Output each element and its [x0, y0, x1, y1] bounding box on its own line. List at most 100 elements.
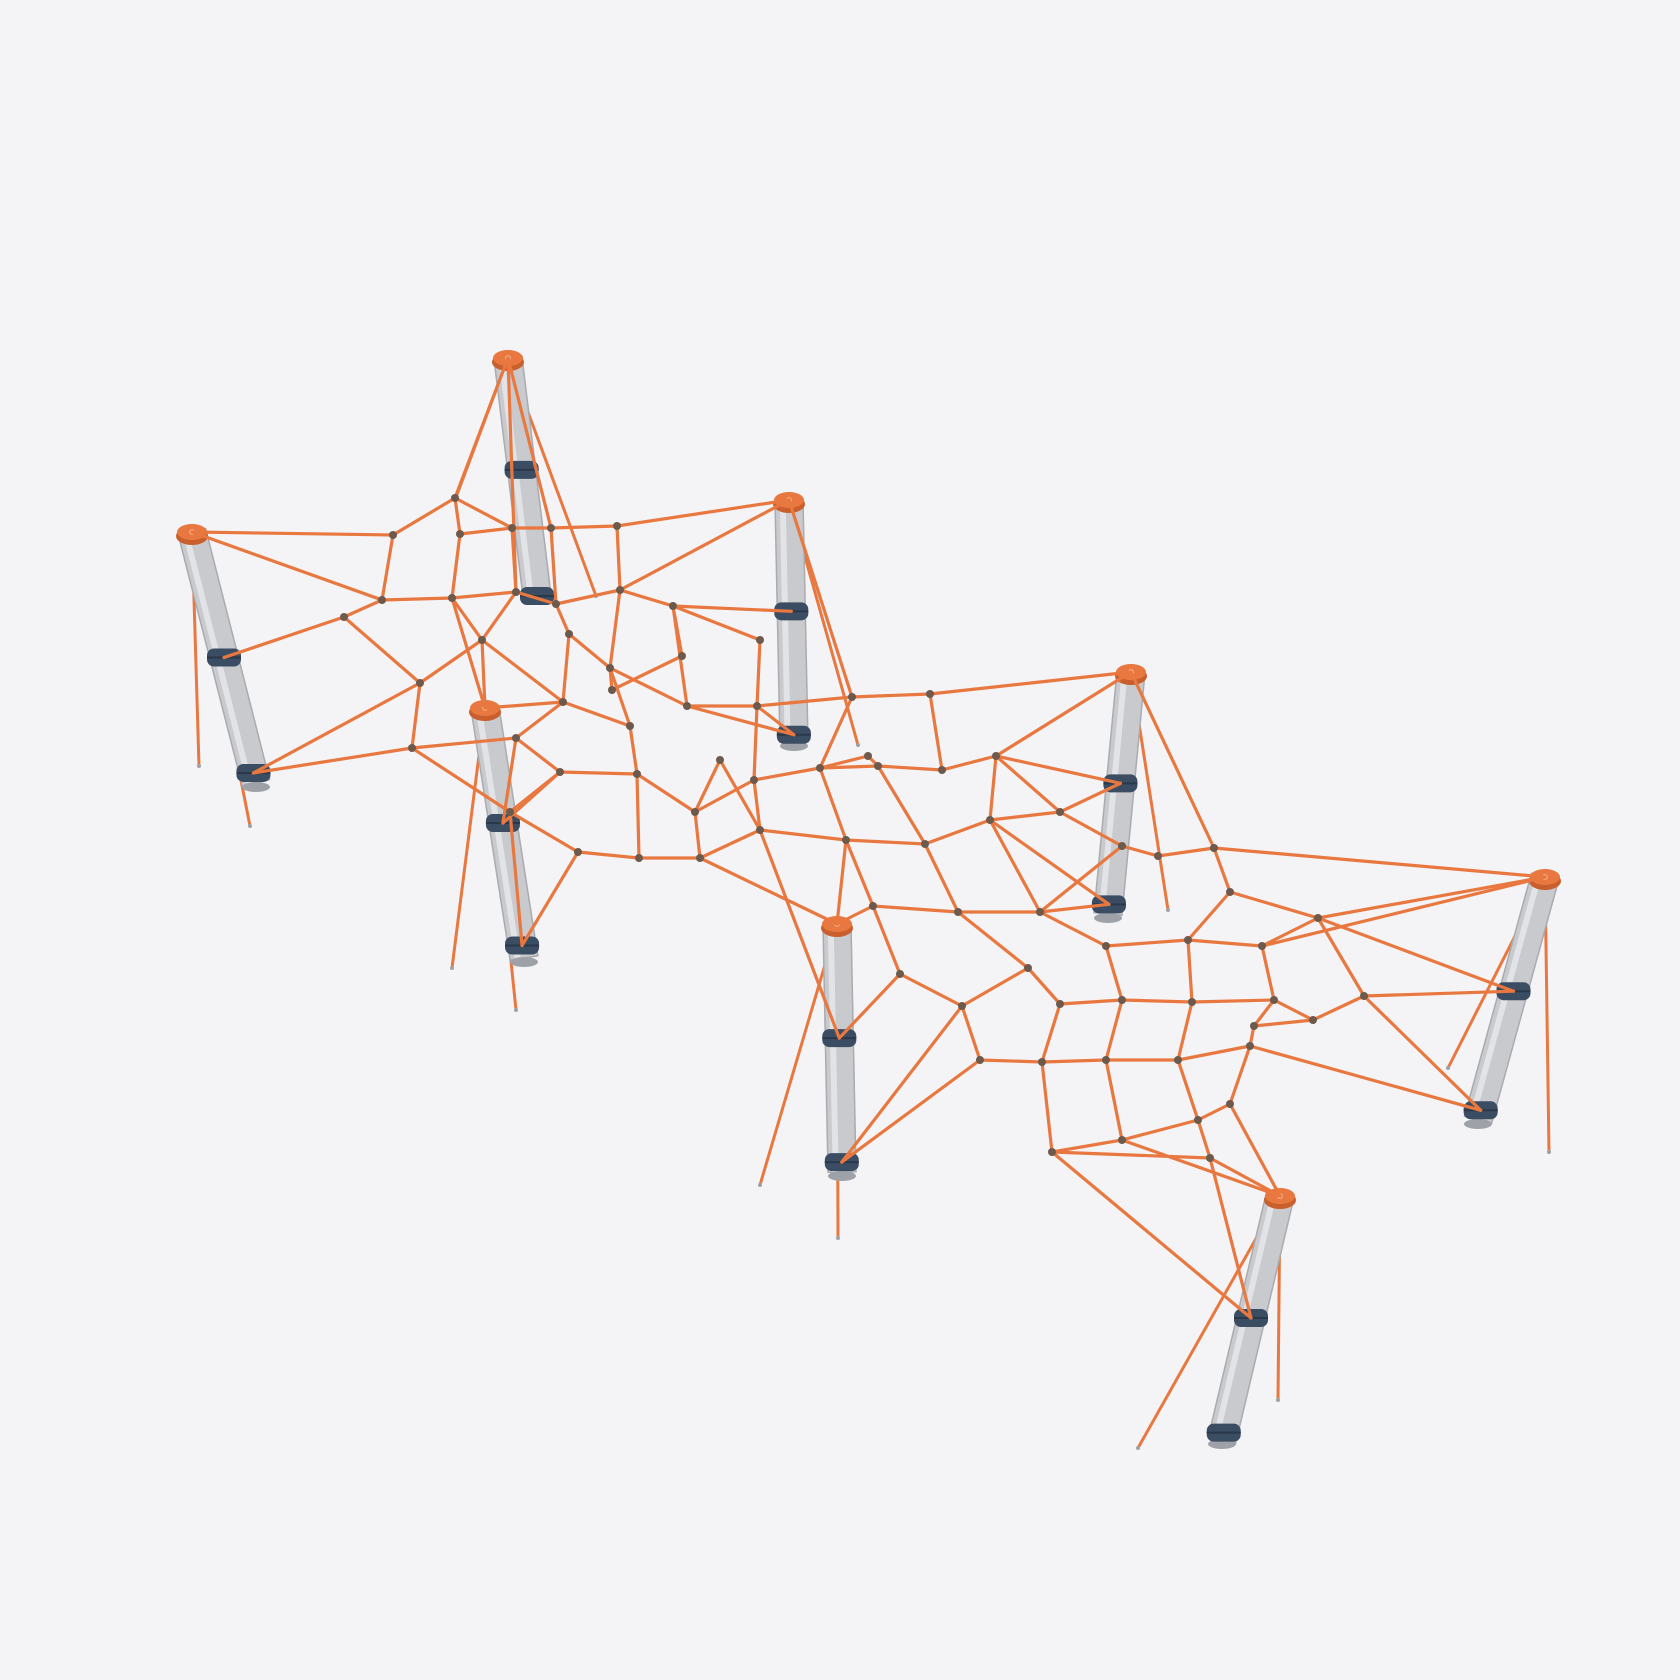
rope-icon — [1228, 1044, 1252, 1106]
rope-icon — [1208, 1156, 1282, 1198]
post-highlight — [827, 924, 839, 1173]
post-base — [1094, 913, 1122, 923]
knot-icon — [340, 613, 348, 621]
knot-icon — [874, 762, 882, 770]
knot-icon — [512, 734, 520, 742]
rope-icon — [453, 496, 462, 536]
rope-icon — [1104, 1058, 1124, 1142]
rope-icon — [608, 666, 632, 728]
rope-icon — [1156, 846, 1216, 858]
knot-icon — [896, 970, 904, 978]
net-knots — [340, 494, 1368, 1162]
knot-icon — [869, 902, 877, 910]
rope-icon — [685, 704, 796, 737]
rope-icon — [514, 590, 558, 606]
knot-icon — [1174, 1056, 1182, 1064]
rope-icon — [1186, 938, 1194, 1004]
knot-icon — [1309, 1016, 1317, 1024]
rope-icon — [1120, 1118, 1200, 1142]
rope-icon — [480, 638, 565, 704]
knot-icon — [478, 636, 486, 644]
rope-icon — [1196, 1102, 1232, 1122]
rope-icon — [928, 692, 944, 772]
rope-icon — [787, 498, 854, 699]
rope-icon — [1186, 938, 1264, 948]
knot-icon — [848, 693, 856, 701]
rope-icon — [1208, 1156, 1253, 1320]
anchor-peg — [1276, 1398, 1280, 1402]
rope-icon — [1104, 944, 1124, 1002]
knot-icon — [574, 848, 582, 856]
post-highlight — [1098, 671, 1128, 914]
rope-icon — [755, 695, 854, 708]
knot-icon — [556, 768, 564, 776]
rope-icon — [844, 838, 875, 908]
rope-icon — [410, 746, 512, 814]
rope-icon — [450, 532, 462, 600]
rope-icon — [453, 496, 514, 530]
anchor-peg — [836, 1236, 840, 1240]
rope-icon — [483, 700, 565, 710]
rope-icon — [458, 526, 514, 536]
post-icon — [774, 498, 809, 744]
rope-icon — [222, 615, 346, 660]
knot-icon — [1250, 1022, 1258, 1030]
knot-icon — [756, 826, 764, 834]
rope-icon — [410, 736, 518, 750]
rope-icon — [876, 764, 944, 772]
rope-icon — [1040, 1002, 1062, 1064]
rope-icon — [514, 700, 565, 740]
rope-icon — [618, 588, 675, 608]
rope-icon — [380, 533, 395, 602]
knot-icon — [506, 808, 514, 816]
rope-icon — [1040, 1060, 1054, 1154]
rope-icon — [561, 700, 632, 728]
rope-icon — [1038, 902, 1111, 914]
rope-icon — [520, 850, 580, 948]
knot-icon — [1360, 992, 1368, 1000]
rope-icon — [1362, 994, 1483, 1112]
knot-icon — [1226, 888, 1234, 896]
rope-icon — [956, 910, 1030, 970]
rope-icon — [960, 966, 1030, 1008]
rope-icon — [549, 526, 558, 606]
anchor-peg — [450, 966, 454, 970]
anchor-peg — [514, 1008, 518, 1012]
rope-icon — [1058, 781, 1123, 814]
rope-icon — [453, 356, 510, 500]
rope-icon — [576, 850, 641, 860]
post-base — [828, 1171, 856, 1181]
rope-icon — [755, 638, 762, 708]
post-base — [1464, 1119, 1492, 1129]
rope-icon — [549, 524, 619, 530]
knot-icon — [750, 776, 758, 784]
rope-icon — [501, 736, 518, 825]
rope-icon — [755, 704, 796, 737]
knot-icon — [1246, 1042, 1254, 1050]
knot-icon — [1118, 842, 1126, 850]
rope-icon — [561, 632, 571, 704]
knot-icon — [416, 679, 424, 687]
rope-icon — [1272, 998, 1315, 1022]
rope-icon — [718, 758, 762, 832]
rope-icon — [1120, 844, 1160, 858]
rope-icon — [450, 596, 484, 642]
knot-icon — [512, 588, 520, 596]
knot-icon — [958, 1002, 966, 1010]
anchor-peg — [758, 1183, 762, 1187]
rope-icon — [693, 810, 702, 860]
knot-icon — [1270, 996, 1278, 1004]
knot-icon — [626, 722, 634, 730]
rope-icon — [988, 818, 1042, 914]
rope-icon — [391, 496, 457, 537]
knot-icon — [613, 522, 621, 530]
rope-icon — [1058, 998, 1124, 1006]
rope-icon — [1186, 890, 1232, 942]
knot-icon — [547, 524, 555, 532]
rope-icon — [1212, 846, 1232, 894]
rope-icon — [342, 598, 384, 619]
rope-icon — [1129, 670, 1216, 850]
rope-icon — [923, 818, 992, 846]
rope-icon — [752, 778, 762, 832]
post-3 — [773, 492, 811, 751]
